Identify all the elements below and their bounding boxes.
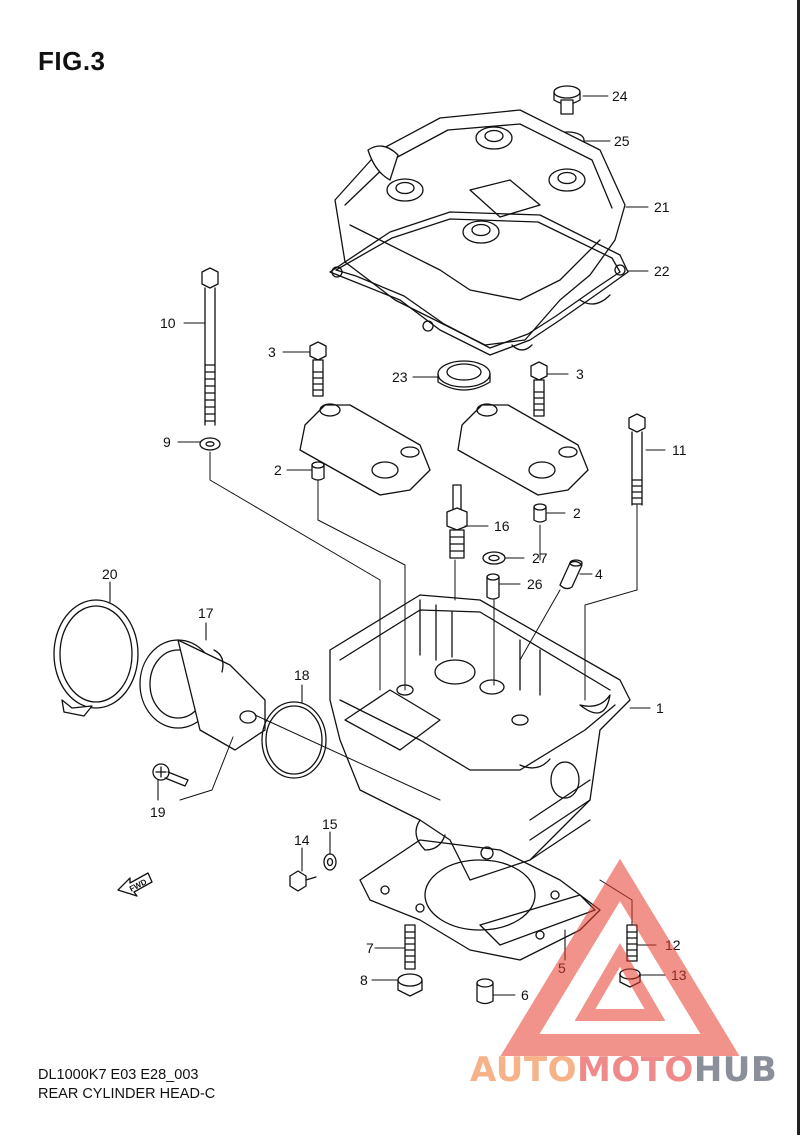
logo-moto: MOTO: [576, 1050, 694, 1090]
frame-border: [797, 0, 800, 1135]
o-ring-18: [261, 701, 327, 779]
logo-auto: AUTO: [470, 1050, 577, 1090]
callout-2-right: 2: [573, 505, 581, 521]
figure-title: FIG.3: [38, 46, 106, 76]
logo-hub: HUB: [693, 1050, 778, 1090]
callout-1: 1: [656, 700, 664, 716]
figure-code: DL1000K7 E03 E28_003: [38, 1067, 199, 1083]
callout-labels: 24 25 21 22 10 3 23 3 9 11 2 16 2 27 4 2…: [102, 88, 687, 1003]
stud-7: [404, 924, 416, 970]
washer-15: [323, 853, 337, 871]
head-cover-21: [334, 109, 626, 351]
camshaft-holder-right: [457, 403, 589, 496]
callout-14: 14: [294, 832, 310, 848]
callout-17: 17: [198, 605, 214, 621]
figure-name: REAR CYLINDER HEAD-C: [38, 1086, 216, 1102]
callout-27: 27: [532, 550, 548, 566]
callout-8: 8: [360, 972, 368, 988]
callout-18: 18: [294, 667, 310, 683]
forward-arrow-icon: [117, 872, 153, 897]
callout-11: 11: [672, 442, 687, 458]
stud-bolt-11: [628, 413, 646, 506]
nut-8: [397, 973, 423, 997]
callout-6: 6: [521, 987, 529, 1003]
callout-23: 23: [392, 369, 408, 385]
watermark-logo: AUTOMOTOHUB: [470, 1050, 777, 1090]
callout-26: 26: [527, 576, 543, 592]
tube-4: [559, 559, 583, 590]
camshaft-holder-left: [299, 403, 431, 496]
bolt-3-right: [530, 361, 548, 417]
watermark-triangle-icon: [500, 858, 740, 1056]
nut-14: [289, 870, 317, 892]
callout-15: 15: [322, 816, 338, 832]
screw-19: [152, 763, 189, 787]
bolt-3-left: [309, 341, 327, 397]
spark-plug-16: [446, 484, 468, 559]
dowel-pin-2-right: [533, 503, 547, 523]
dowel-pin-6: [476, 978, 494, 1005]
callout-3-left: 3: [268, 344, 276, 360]
callout-19: 19: [150, 804, 166, 820]
callout-3-right: 3: [576, 366, 584, 382]
callout-16: 16: [494, 518, 510, 534]
callout-2-left: 2: [274, 462, 282, 478]
stud-bolt-10: [201, 267, 219, 426]
callout-10: 10: [160, 315, 176, 331]
callout-24: 24: [612, 88, 628, 104]
intake-pipe-17: [139, 639, 266, 751]
callout-9: 9: [163, 434, 171, 450]
callout-21: 21: [654, 199, 670, 215]
leader-lines: [109, 95, 666, 996]
clamp-20: [53, 599, 139, 717]
washer-9: [199, 437, 221, 451]
assembly-guide-lines: [179, 451, 638, 926]
cap-bolt-24: [553, 85, 581, 115]
cover-gasket-22: [329, 211, 629, 356]
callout-22: 22: [654, 263, 670, 279]
o-ring-27: [482, 551, 506, 565]
dowel-pin-26: [486, 573, 500, 600]
callout-4: 4: [595, 566, 603, 582]
callout-20: 20: [102, 566, 118, 582]
stud-12: [626, 924, 638, 962]
dowel-pin-2-left: [311, 461, 325, 481]
callout-25: 25: [614, 133, 630, 149]
callout-7: 7: [366, 940, 374, 956]
plug-seal-23: [437, 360, 491, 391]
